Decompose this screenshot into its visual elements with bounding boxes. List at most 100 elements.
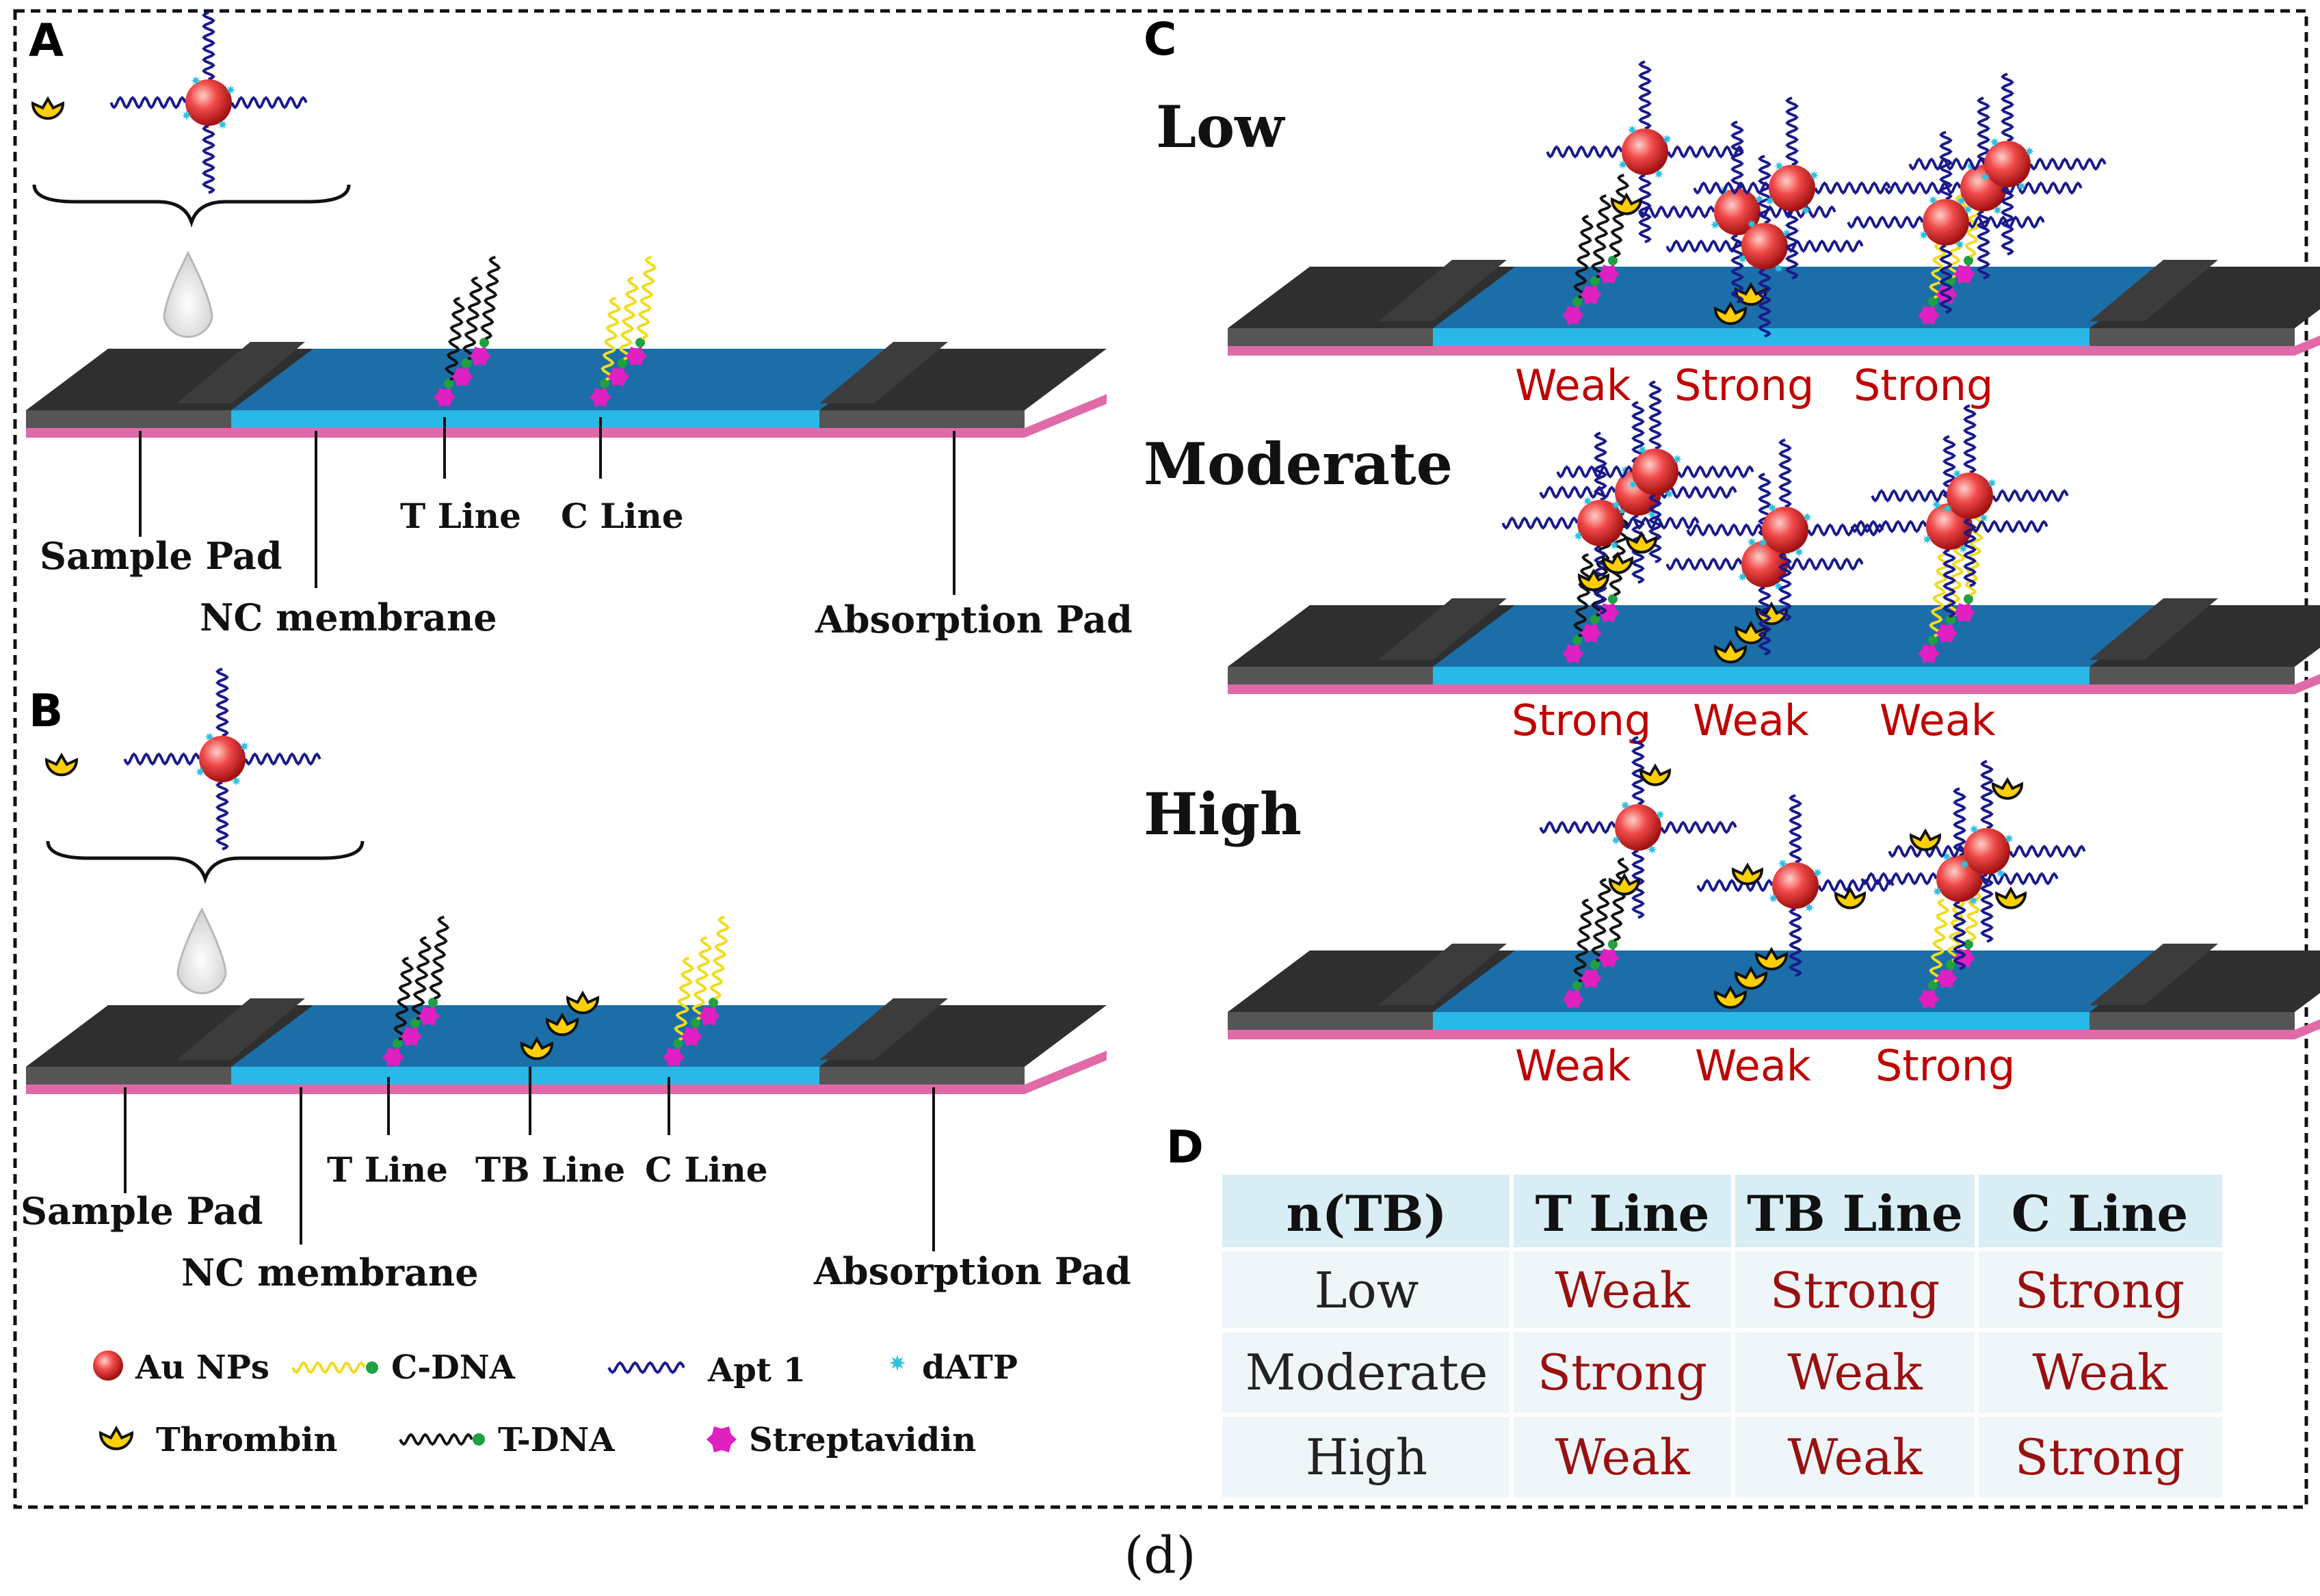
aptamer-strand: [2009, 844, 2086, 858]
aptamer-strand: [1622, 516, 1700, 530]
aptamer-strand: [2001, 72, 2014, 142]
panel-letter-c: C: [1144, 13, 1176, 66]
sample-mix-a: [31, 11, 351, 338]
level-label-moderate: Moderate: [1144, 430, 1453, 498]
absorption-pad-overlap: [819, 998, 948, 1060]
aptamer-strand: [1539, 821, 1616, 834]
datp-icon: [1618, 159, 1628, 170]
aptamer-strand: [1686, 523, 1763, 537]
thrombin-icon: [31, 96, 65, 120]
datp-icon: [1968, 896, 1979, 906]
thrombin-icon: [1834, 886, 1867, 909]
table-cell: Strong: [1770, 1262, 1940, 1319]
thrombin-icon: [520, 1036, 554, 1061]
biotin-dot: [600, 379, 609, 388]
datp-icon: [231, 776, 241, 786]
datp-icon: [1992, 205, 2003, 215]
aptamer-strand: [1648, 380, 1662, 450]
aptamer-strand: [1677, 465, 1754, 479]
level-label-low: Low: [1156, 93, 1285, 161]
aptamer-strand: [1850, 520, 1927, 533]
streptavidin-icon: [1918, 644, 1940, 663]
biotin-dot: [428, 998, 438, 1007]
table-header-row: [1222, 1175, 2222, 1247]
sample-drop-icon: [176, 907, 227, 995]
au-nanoparticle: [1762, 507, 1808, 553]
datp-icon: [1765, 196, 1775, 206]
aptamer-strand: [1546, 145, 1623, 159]
legend-item-c-dna: C-DNA: [291, 1348, 516, 1387]
thrombin-icon: [98, 1425, 134, 1450]
aptamer-strand: [1638, 205, 1715, 219]
biotin-dot: [1608, 594, 1618, 604]
streptavidin-icon: [625, 347, 647, 366]
datp-icon: [2004, 834, 2014, 844]
absorption-pad-overlap: [2090, 598, 2218, 660]
absorption-pad-overlap: [2090, 944, 2218, 1005]
aptamer-strand: [1980, 760, 1994, 829]
biotin-dot: [1946, 615, 1955, 624]
aptamer-strand: [1758, 155, 1771, 224]
biotin-dot: [1964, 594, 1973, 604]
dna-strand: [1609, 857, 1630, 942]
aptamer-icon: [607, 1361, 685, 1374]
aptamer-strand: [1660, 486, 1737, 499]
legend-item-apt1: Apt 1: [607, 1351, 806, 1389]
dna-strand: [1929, 899, 1950, 983]
datp-icon: [195, 767, 205, 777]
sample-pad-edge: [26, 1067, 231, 1085]
thrombin-icon: [1754, 946, 1789, 971]
aptamer-strand: [1665, 557, 1743, 571]
datp-icon: [1922, 534, 1932, 544]
datp-icon: [1778, 858, 1788, 868]
dna-strand: [618, 276, 640, 360]
aptamer-strand: [1693, 181, 1770, 195]
result-tb-line: Weak: [1693, 695, 1809, 745]
legend-label: Apt 1: [707, 1351, 806, 1389]
dna-strand: [636, 256, 657, 340]
au-nanoparticle: [1577, 500, 1624, 546]
aptamer-strand: [2029, 157, 2107, 171]
panel-c: C Low Weak Strong Strong Moderate Strong…: [1144, 13, 2320, 1091]
t-dna-strand: [399, 1433, 473, 1446]
au-nanoparticle: [1632, 449, 1678, 495]
table-cell-level: Moderate: [1245, 1344, 1488, 1401]
legend-item-thrombin: Thrombin: [98, 1421, 337, 1459]
aptamer-strand: [1789, 794, 1802, 864]
aptamer-strand: [244, 752, 321, 766]
datp-icon: [1637, 444, 1648, 455]
aptamer-strand: [1939, 131, 1953, 200]
nc-membrane: [1419, 605, 2185, 667]
dna-strand: [709, 916, 730, 1000]
biotin-dot: [1964, 256, 1973, 265]
absorption-pad-edge: [819, 410, 1025, 428]
nc-membrane-label-a: NC membrane: [200, 596, 497, 639]
streptavidin-icon: [698, 1007, 720, 1026]
table-header-cell: n(TB): [1287, 1184, 1447, 1242]
aptamer-strand: [1977, 96, 1990, 166]
t-line-label-a: T Line: [400, 496, 521, 536]
streptavidin-icon: [451, 367, 473, 386]
biotin-dot: [635, 338, 645, 347]
c-dna-strand: [291, 1361, 366, 1374]
conjugate-pad: [1378, 598, 1507, 660]
table-row: [1222, 1417, 2222, 1498]
thrombin-icon: [1608, 873, 1641, 896]
absorption-pad-overlap: [2090, 260, 2218, 321]
aptamer-strand: [1814, 181, 1891, 195]
nc-membrane: [1419, 267, 2185, 328]
test-lines-a: [434, 256, 657, 407]
test-strip-b: [26, 998, 1107, 1094]
absorption-pad-overlap: [819, 342, 948, 403]
legend-label: Thrombin: [156, 1421, 337, 1459]
dna-strand: [480, 256, 501, 340]
datp-icon: [1583, 496, 1593, 506]
aptamer-strand: [1539, 486, 1616, 499]
thrombin-icon: [1713, 301, 1748, 325]
streptavidin-icon: [1562, 989, 1584, 1009]
absorption-pad-label-a: Absorption Pad: [815, 598, 1133, 641]
datp-icon: [1969, 824, 1979, 834]
sample-pad-edge: [1228, 667, 1433, 684]
thrombin-icon: [1639, 763, 1672, 786]
biotin-dot: [1928, 981, 1938, 990]
